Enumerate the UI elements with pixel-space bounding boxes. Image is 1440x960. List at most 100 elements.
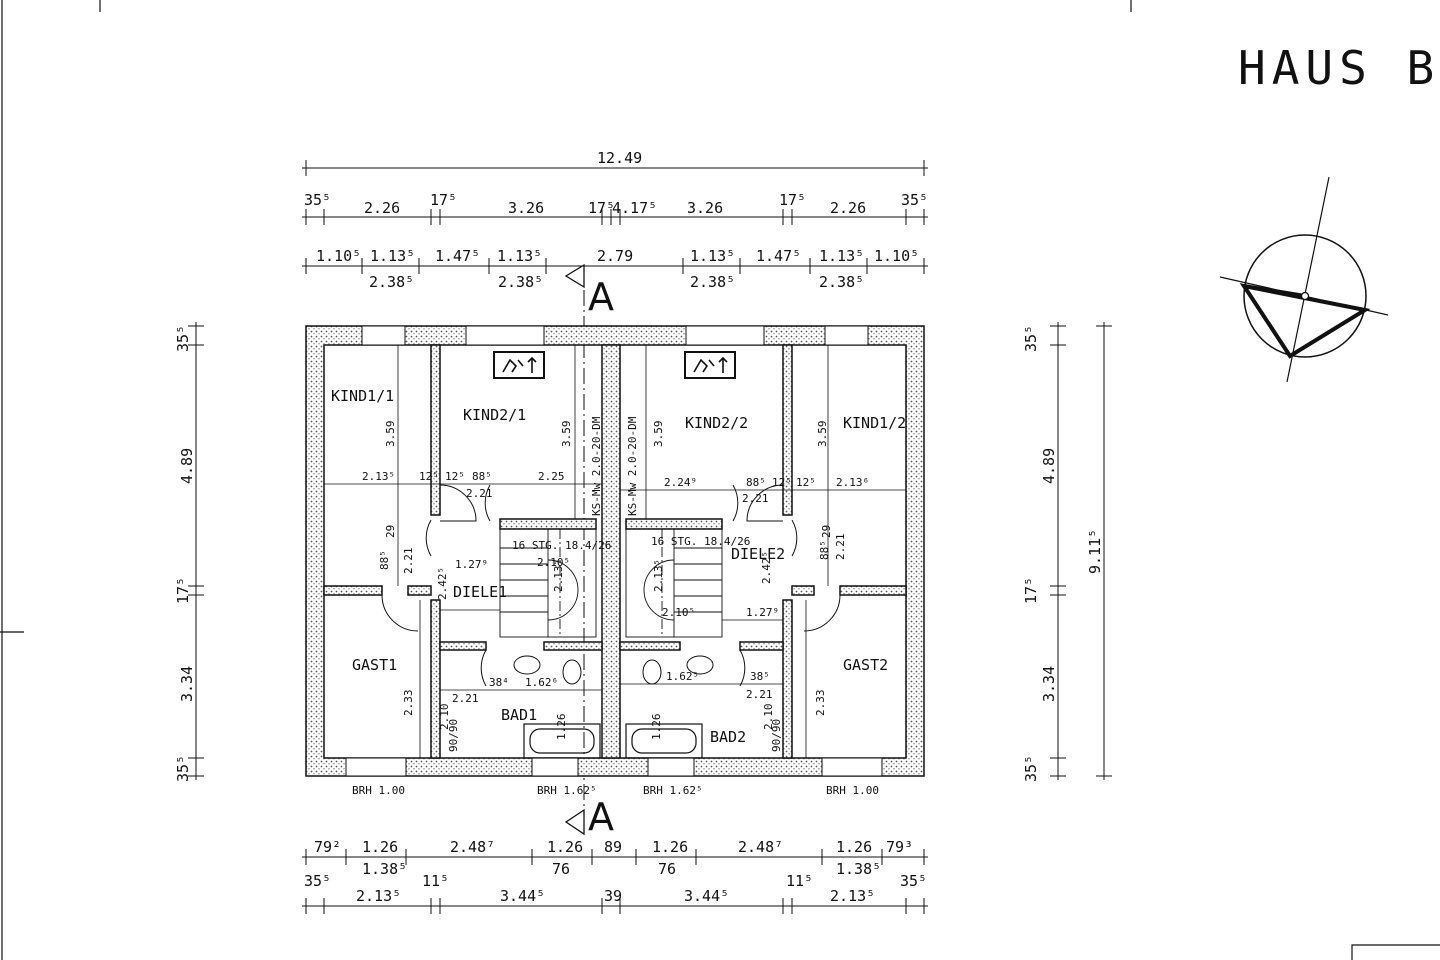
section-mark-bottom: A — [564, 795, 614, 839]
svg-text:1.26: 1.26 — [650, 714, 663, 741]
svg-text:35⁵: 35⁵ — [1022, 755, 1040, 782]
svg-text:2.21: 2.21 — [466, 487, 493, 500]
svg-text:3.44⁵: 3.44⁵ — [684, 887, 729, 905]
svg-text:1.47⁵: 1.47⁵ — [435, 247, 480, 265]
svg-text:2.13⁵: 2.13⁵ — [362, 470, 395, 483]
svg-text:1.47⁵: 1.47⁵ — [756, 247, 801, 265]
svg-text:35⁵: 35⁵ — [901, 191, 928, 209]
svg-text:35⁵: 35⁵ — [900, 872, 927, 890]
svg-text:35⁵: 35⁵ — [174, 755, 192, 782]
stair-note-left: 16 STG. 18.4/26 — [512, 539, 611, 552]
annotations: 16 STG. 18.4/26 16 STG. 18.4/26 KS-Mw 2.… — [352, 416, 879, 797]
sill-height-4: BRH 1.00 — [826, 784, 879, 797]
svg-text:1.26: 1.26 — [547, 838, 583, 856]
dimension-chains-top — [302, 160, 928, 274]
svg-text:76: 76 — [658, 860, 676, 878]
svg-text:3.34: 3.34 — [1040, 666, 1058, 702]
room-label-bad1: BAD1 — [501, 706, 537, 724]
svg-text:12.49: 12.49 — [597, 149, 642, 167]
sill-height-2: BRH 1.62⁵ — [537, 784, 597, 797]
dimension-texts-right: 35⁵ 4.89 17⁵ 3.34 35⁵ 9.11⁵ — [1022, 325, 1104, 782]
svg-text:39: 39 — [604, 887, 622, 905]
svg-text:3.59: 3.59 — [816, 421, 829, 448]
svg-text:2.10: 2.10 — [438, 704, 451, 731]
svg-text:2.13⁵: 2.13⁵ — [356, 887, 401, 905]
svg-text:11⁵: 11⁵ — [422, 872, 449, 890]
svg-text:1.10⁵: 1.10⁵ — [316, 247, 361, 265]
stair-note-right: 16 STG. 18.4/26 — [651, 535, 750, 548]
sill-height-1: BRH 1.00 — [352, 784, 405, 797]
svg-text:A: A — [588, 275, 614, 319]
room-label-kind2-2: KIND2/2 — [685, 414, 748, 432]
svg-text:88⁵: 88⁵ — [818, 540, 831, 560]
svg-text:4.89: 4.89 — [178, 448, 196, 484]
svg-text:1.13⁵: 1.13⁵ — [497, 247, 542, 265]
svg-text:38⁴: 38⁴ — [489, 676, 509, 689]
section-mark-top: A — [564, 263, 614, 319]
svg-text:2.79: 2.79 — [597, 247, 633, 265]
dimension-texts-top: 12.49 35⁵ 2.26 17⁵ 3.26 17⁵ 4.17⁵ 3.26 1… — [304, 149, 928, 291]
svg-text:88⁵: 88⁵ — [746, 476, 766, 489]
svg-text:12⁵: 12⁵ — [419, 470, 439, 483]
door-size-right: 90/90 — [770, 719, 783, 752]
svg-text:2.26: 2.26 — [364, 199, 400, 217]
svg-text:2.48⁷: 2.48⁷ — [738, 838, 783, 856]
svg-text:2.10⁵: 2.10⁵ — [537, 556, 570, 569]
svg-text:2.26: 2.26 — [830, 199, 866, 217]
svg-text:1.62⁶: 1.62⁶ — [525, 676, 558, 689]
walls — [305, 325, 925, 777]
room-label-gast1: GAST1 — [352, 656, 397, 674]
svg-text:88⁵: 88⁵ — [378, 550, 391, 570]
svg-text:2.48⁷: 2.48⁷ — [450, 838, 495, 856]
svg-text:2.13⁶: 2.13⁶ — [836, 476, 869, 489]
svg-text:17⁵: 17⁵ — [779, 191, 806, 209]
svg-text:89: 89 — [604, 838, 622, 856]
svg-text:79³: 79³ — [886, 838, 913, 856]
dimension-texts-bottom: 79² 1.26 2.48⁷ 1.26 89 1.26 2.48⁷ 1.26 7… — [304, 838, 927, 905]
room-label-kind1-1: KIND1/1 — [331, 387, 394, 405]
wall-note-left: KS-Mw 2.0-20-DM — [590, 416, 603, 516]
sill-height-3: BRH 1.62⁵ — [643, 784, 703, 797]
svg-text:2.38⁵: 2.38⁵ — [819, 273, 864, 291]
interior-dimension-lines — [324, 345, 906, 758]
svg-text:2.13⁵: 2.13⁵ — [552, 559, 565, 592]
svg-text:17⁵: 17⁵ — [1022, 577, 1040, 604]
stair-right — [625, 528, 723, 638]
svg-text:38⁵: 38⁵ — [750, 670, 770, 683]
svg-text:29: 29 — [384, 525, 397, 538]
svg-text:1.62⁵: 1.62⁵ — [666, 670, 699, 683]
svg-text:1.27⁹: 1.27⁹ — [746, 606, 779, 619]
svg-text:2.21: 2.21 — [452, 692, 479, 705]
svg-text:1.26: 1.26 — [652, 838, 688, 856]
svg-text:1.38⁵: 1.38⁵ — [836, 860, 881, 878]
svg-text:2.10: 2.10 — [762, 704, 775, 731]
emergency-exit-icon — [493, 351, 736, 379]
room-label-kind1-2: KIND1/2 — [843, 414, 906, 432]
svg-text:A: A — [588, 795, 614, 839]
dimension-texts-left: 35⁵ 4.89 17⁵ 3.34 35⁵ — [174, 325, 196, 782]
svg-text:3.59: 3.59 — [384, 421, 397, 448]
svg-text:2.13⁵: 2.13⁵ — [652, 559, 665, 592]
svg-text:2.10⁵: 2.10⁵ — [662, 606, 695, 619]
north-arrow-icon — [1219, 176, 1389, 383]
svg-text:3.34: 3.34 — [178, 666, 196, 702]
wall-note-right: KS-Mw 2.0-20-DM — [626, 416, 639, 516]
svg-text:88⁵: 88⁵ — [472, 470, 492, 483]
svg-text:1.10⁵: 1.10⁵ — [874, 247, 919, 265]
svg-text:17⁵: 17⁵ — [588, 199, 615, 217]
svg-text:2.13⁵: 2.13⁵ — [830, 887, 875, 905]
stair-left — [499, 528, 597, 638]
svg-text:2.24⁹: 2.24⁹ — [664, 476, 697, 489]
svg-text:17⁵: 17⁵ — [174, 577, 192, 604]
svg-text:4.17⁵: 4.17⁵ — [612, 199, 657, 217]
room-labels: KIND1/1 KIND2/1 KIND2/2 KIND1/2 DIELE1 D… — [331, 387, 906, 746]
svg-text:3.44⁵: 3.44⁵ — [500, 887, 545, 905]
svg-text:9.11⁵: 9.11⁵ — [1086, 529, 1104, 574]
svg-text:12⁵: 12⁵ — [796, 476, 816, 489]
svg-text:3.59: 3.59 — [652, 421, 665, 448]
svg-text:2.21: 2.21 — [742, 492, 769, 505]
svg-text:2.38⁵: 2.38⁵ — [369, 273, 414, 291]
room-label-diele1: DIELE1 — [453, 583, 507, 601]
